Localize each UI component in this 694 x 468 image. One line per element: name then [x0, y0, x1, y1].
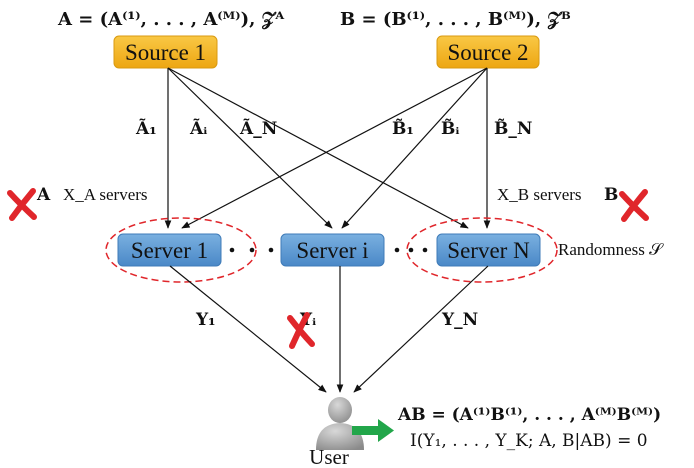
- edge-label-bN: B̃_N: [494, 119, 532, 139]
- edge-label-y1: Y₁: [195, 310, 216, 330]
- edge-source2-serveri: [341, 67, 488, 229]
- source-a-formula: A = (A⁽¹⁾, . . . , A⁽ᴹ⁾), 𝒵ᴬ: [57, 9, 284, 30]
- colluding-ellipse-b: [406, 217, 558, 283]
- colluding-ellipse-a: [105, 217, 257, 283]
- edge-serverN-user: [353, 265, 489, 393]
- edge-source1-serveri: [167, 67, 333, 229]
- edge-label-bi: B̃ᵢ: [441, 119, 459, 139]
- source-b-formula: B = (B⁽¹⁾, . . . , B⁽ᴹ⁾), 𝒵ᴮ: [340, 9, 571, 30]
- colluding-a-tag: A: [36, 185, 51, 205]
- colluding-b-label: X_B servers: [497, 185, 582, 204]
- red-x-icon: [287, 312, 315, 349]
- server-i-box: Server i: [280, 233, 385, 267]
- randomness-label: Randomness 𝒮: [558, 240, 664, 259]
- edge-label-b1: B̃₁: [392, 119, 414, 139]
- server-i-label: Server i: [296, 238, 368, 263]
- source-2-label: Source 2: [447, 40, 528, 65]
- server-1-label: Server 1: [131, 238, 208, 263]
- user-result-line2: I(Y₁, . . . , Y_K; A, B|AB) = 0: [410, 431, 648, 451]
- server-n-label: Server N: [447, 238, 530, 263]
- colluding-b-tag: B: [604, 185, 618, 205]
- edge-label-aN: Ã_N: [239, 117, 277, 139]
- ellipsis-dots-left: [229, 247, 274, 253]
- source-1-label: Source 1: [125, 40, 206, 65]
- edge-server1-user: [169, 265, 327, 393]
- user-silhouette-icon: [316, 397, 364, 450]
- red-x-icon: [619, 189, 649, 222]
- user-result-line1: AB = (A⁽¹⁾B⁽¹⁾, . . . , A⁽ᴹ⁾B⁽ᴹ⁾): [397, 405, 661, 425]
- edge-label-yN: Y_N: [441, 310, 478, 330]
- server-1-box: Server 1: [117, 233, 222, 267]
- edge-source1-serverN: [167, 67, 469, 229]
- source-2-box: Source 2: [436, 35, 540, 69]
- red-x-icon: [7, 188, 37, 221]
- server-n-box: Server N: [436, 233, 541, 267]
- edge-label-ai: Ãᵢ: [189, 117, 207, 139]
- source-1-box: Source 1: [113, 35, 218, 69]
- edge-source2-server1: [181, 67, 488, 229]
- colluding-a-label: X_A servers: [63, 185, 148, 204]
- user-label: User: [309, 445, 349, 468]
- edge-label-a1: Ã₁: [135, 117, 157, 139]
- ellipsis-dots-right: [394, 247, 428, 253]
- green-arrow-icon: [352, 419, 394, 442]
